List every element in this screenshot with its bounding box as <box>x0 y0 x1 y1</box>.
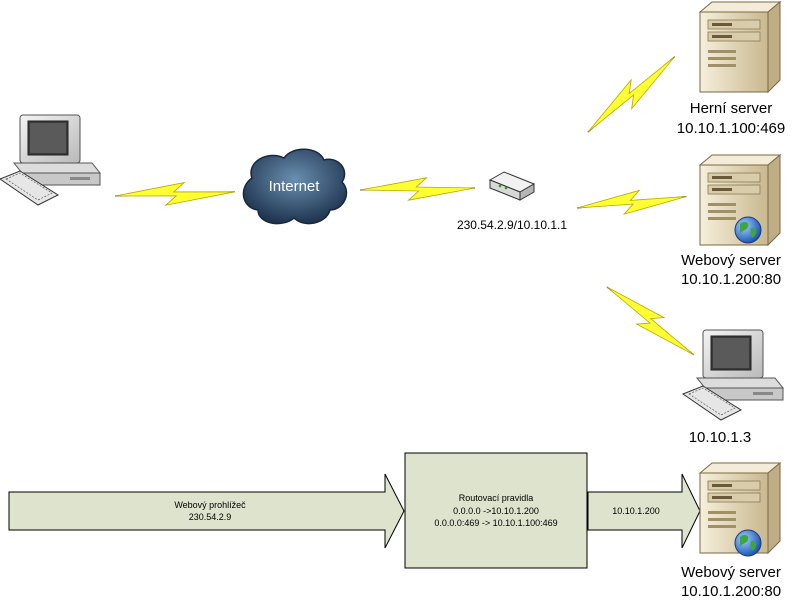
internet-cloud-icon <box>242 148 348 225</box>
browser-arrow <box>8 473 405 549</box>
browser-ip: 230.54.2.9 <box>188 512 232 522</box>
game-server-icon <box>699 1 781 93</box>
target-server-address: 10.10.1.200:80 <box>680 583 782 600</box>
lightning-link-router-host-icon <box>599 277 702 365</box>
forward-arrow <box>587 473 701 549</box>
host-address: 10.10.1.3 <box>688 429 752 446</box>
target-web-server-icon <box>699 462 781 557</box>
routing-rule-1: 0.0.0.0 ->10.10.1.200 <box>453 506 539 516</box>
web-server-name: Webový server <box>681 252 781 269</box>
client-computer-icon <box>0 114 101 206</box>
routing-rules-box <box>404 452 588 569</box>
web-server-address: 10.10.1.200:80 <box>680 271 782 288</box>
internet-label: Internet <box>268 178 320 195</box>
game-server-name: Herní server <box>689 100 773 117</box>
routing-rules-title: Routovací pravidla <box>458 493 534 503</box>
game-server-address: 10.10.1.100:469 <box>676 120 786 137</box>
lightning-link-router-web-server-icon <box>575 184 689 220</box>
forward-label: 10.10.1.200 <box>612 506 660 516</box>
routing-rule-2: 0.0.0.0:469 -> 10.10.1.100:469 <box>434 518 558 528</box>
globe-icon <box>734 216 762 244</box>
lightning-link-internet-router-icon <box>359 176 476 202</box>
router-address-label: 230.54.2.9/10.10.1.1 <box>456 218 568 232</box>
lightning-link-client-internet-icon <box>113 180 237 208</box>
web-server-icon <box>699 154 781 246</box>
host-computer-icon <box>682 329 784 421</box>
target-server-name: Webový server <box>681 564 781 581</box>
browser-title: Webový prohlížeč <box>174 500 246 510</box>
router-icon <box>488 171 536 201</box>
